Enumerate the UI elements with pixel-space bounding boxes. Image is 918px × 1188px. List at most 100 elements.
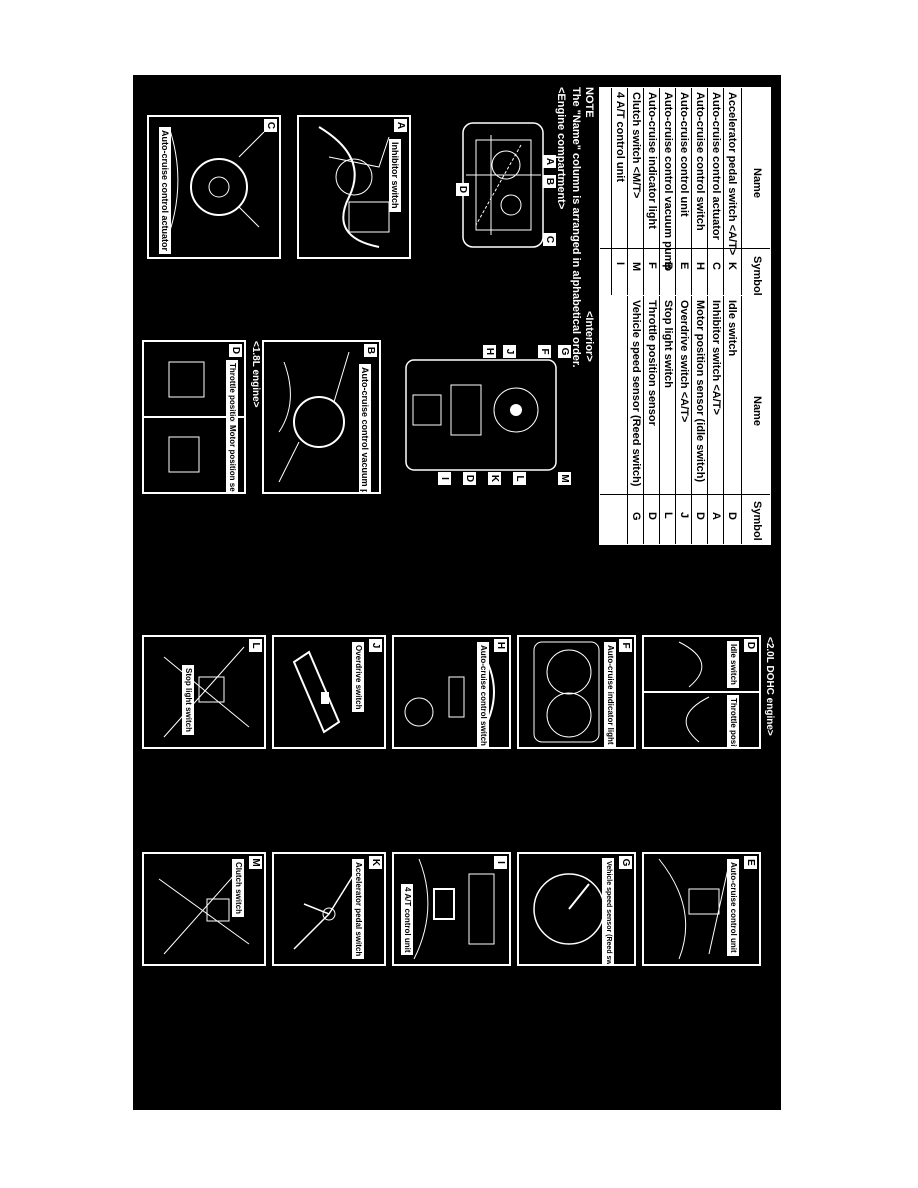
row-symbol: F	[644, 262, 660, 269]
row-name: 4 A/T control unit	[612, 92, 628, 182]
panel-letter: D	[744, 639, 757, 652]
row-symbol: J	[676, 512, 692, 518]
engine-variant-18: <1.8L engine>	[250, 341, 261, 408]
panel-b-vacuum-pump: B Auto-cruise control vacuum pump	[262, 340, 381, 494]
panel-d-20l: D Idle switch Throttle position sensor	[642, 635, 761, 749]
header-symbol: Symbol	[751, 256, 763, 296]
interior-callout-m: M	[558, 472, 571, 485]
engine-drawing	[456, 115, 551, 255]
panel-i-at-control-unit: I 4 A/T control unit	[392, 852, 511, 966]
engine-compartment-diagram: A B C D	[456, 115, 551, 255]
interior-diagram: G F J H M L K D I	[401, 340, 576, 490]
interior-section-title: <Interior>	[583, 311, 595, 362]
row-symbol: G	[628, 512, 644, 521]
note-heading: NOTE	[583, 87, 595, 118]
row-name: Motor position sensor (idle switch)	[692, 300, 708, 482]
panel-k-accelerator-pedal-switch: K Accelerator pedal switch	[272, 852, 386, 966]
row-name: Clutch switch <M/T>	[628, 92, 644, 198]
panel-label-2: Motor position sensor	[226, 422, 238, 494]
row-name: Auto-cruise indicator light	[644, 92, 660, 229]
interior-callout-f: F	[538, 345, 551, 358]
interior-callout-d: D	[463, 472, 476, 485]
panel-label: Auto-cruise indicator light	[604, 642, 616, 748]
panel-h-control-switch: H Auto-cruise control switch	[392, 635, 511, 749]
panel-label-1: Idle switch	[727, 641, 739, 688]
engine-section-title: <Engine compartment>	[555, 87, 567, 209]
interior-callout-i: I	[438, 472, 451, 485]
interior-callout-l: L	[513, 472, 526, 485]
panel-label: Auto-cruise control vacuum pump	[359, 364, 371, 494]
row-symbol: D	[692, 512, 708, 520]
row-name: Accelerator pedal switch <A/T>	[724, 92, 740, 255]
interior-callout-g: G	[558, 345, 571, 358]
note-text: The "Name" column is arranged in alphabe…	[570, 87, 582, 368]
panel-letter: H	[494, 639, 507, 652]
panel-letter: A	[394, 119, 407, 132]
panel-label: 4 A/T control unit	[401, 884, 413, 955]
panel-letter: B	[364, 344, 377, 357]
row-symbol: K	[724, 262, 740, 270]
panel-letter: M	[249, 856, 262, 869]
panel-letter: C	[264, 119, 277, 132]
panel-m-clutch-switch: M Clutch switch	[142, 852, 266, 966]
panel-f-indicator-light: F Auto-cruise indicator light	[517, 635, 636, 749]
panel-label-2: Throttle position sensor	[727, 695, 739, 749]
interior-callout-k: K	[488, 472, 501, 485]
engine-callout-c: C	[543, 233, 556, 246]
engine-variant-20: <2.0L DOHC engine>	[764, 637, 775, 736]
panel-a-inhibitor-switch: A Inhibitor switch	[297, 115, 411, 259]
row-name: Auto-cruise control switch	[692, 92, 708, 231]
interior-callout-h: H	[483, 345, 496, 358]
panel-c-actuator: C Auto-cruise control actuator	[147, 115, 281, 259]
panel-j-overdrive-switch: J Overdrive switch	[272, 635, 386, 749]
panel-label: Auto-cruise control unit	[727, 859, 739, 956]
panel-letter: K	[369, 856, 382, 869]
row-symbol: I	[612, 262, 628, 265]
panel-label: Overdrive switch	[352, 642, 364, 712]
row-name: Throttle position sensor	[644, 300, 660, 426]
component-table-left: Name Symbol Accelerator pedal switch <A/…	[599, 87, 771, 297]
panel-e-control-unit: E Auto-cruise control unit	[642, 852, 761, 966]
table-row: Overdrive switch <A/T> J	[675, 296, 692, 544]
panel-label: Auto-cruise control actuator	[159, 127, 171, 254]
engine-callout-b: B	[543, 175, 556, 188]
panel-label: Stop light switch	[182, 665, 194, 735]
row-name: Auto-cruise control vacuum pump	[660, 92, 676, 271]
row-name: Overdrive switch <A/T>	[676, 300, 692, 422]
row-symbol: B	[660, 262, 676, 270]
panel-letter: D	[229, 344, 242, 357]
dashboard-drawing	[401, 340, 576, 490]
panel-letter: F	[619, 639, 632, 652]
table-header: Name Symbol	[741, 88, 770, 296]
row-name: Auto-cruise control unit	[676, 92, 692, 217]
header-name: Name	[751, 396, 763, 426]
panel-label: Clutch switch	[232, 859, 244, 917]
table-row: Vehicle speed sensor (Reed switch)G	[627, 296, 644, 544]
scanned-page: Name Symbol Accelerator pedal switch <A/…	[133, 75, 781, 1110]
row-symbol: A	[708, 512, 724, 520]
panel-label: Accelerator pedal switch	[352, 859, 364, 959]
header-name: Name	[751, 168, 763, 198]
engine-callout-d: D	[456, 183, 469, 196]
panel-letter: I	[494, 856, 507, 869]
header-symbol: Symbol	[751, 501, 763, 541]
row-name: Idle switch	[724, 300, 740, 356]
panel-g-speed-sensor: G Vehicle speed sensor (Reed switch)	[517, 852, 636, 966]
row-symbol: E	[676, 262, 692, 269]
table-row: Motor position sensor (idle switch) D	[691, 296, 708, 544]
panel-l-stop-light-switch: L Stop light switch	[142, 635, 266, 749]
row-symbol: M	[628, 262, 644, 271]
table-row: Clutch switch <M/T> M	[627, 88, 644, 296]
panel-letter: J	[369, 639, 382, 652]
row-name: Auto-cruise control actuator	[708, 92, 724, 240]
row-symbol: C	[708, 262, 724, 270]
